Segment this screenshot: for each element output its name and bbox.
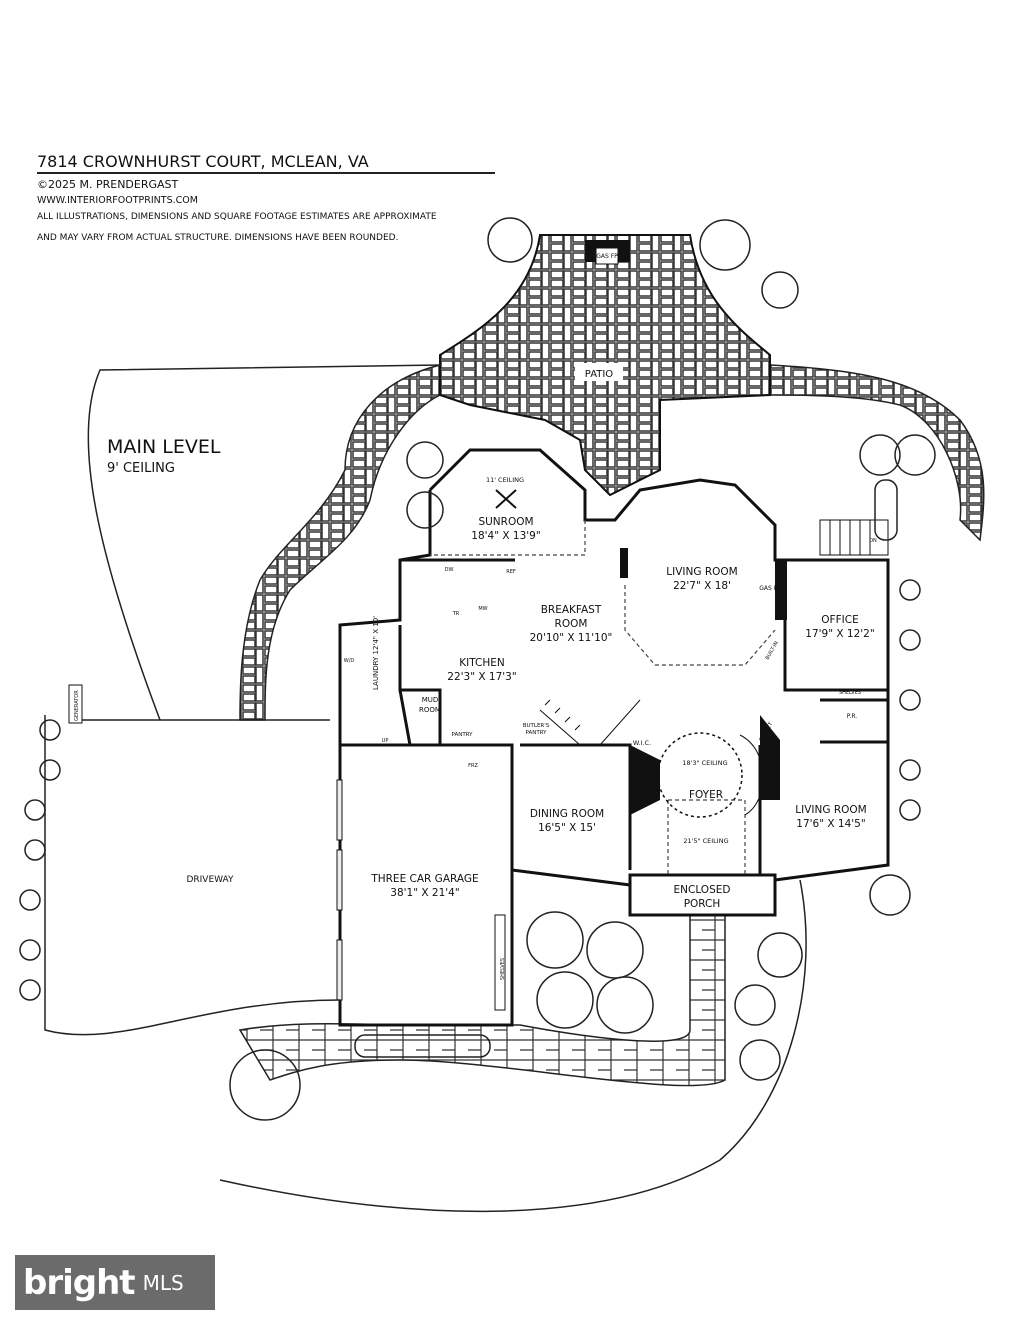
foyer-name: FOYER (689, 789, 723, 801)
dining-name: DINING ROOM (530, 808, 604, 820)
level-ceiling: 9' CEILING (107, 461, 175, 476)
garage-dims: 38'1" X 21'4" (390, 887, 459, 899)
gas-fp-label: GAS FP (759, 585, 781, 592)
copyright: ©2025 M. PRENDERGAST (37, 178, 179, 191)
up-label: UP (382, 738, 389, 744)
breakfast-name-2: ROOM (555, 618, 588, 630)
foyer-rotunda (657, 732, 743, 818)
sunroom-ceiling: 11' CEILING (486, 476, 524, 484)
living-room-name: LIVING ROOM (666, 566, 737, 578)
laundry-label: LAUNDRY 12'4" X 10' (372, 616, 380, 690)
butlers-pantry-1: BUTLER'S (523, 723, 550, 729)
living-room-2-dims: 17'6" X 14'5" (796, 818, 865, 830)
foyer-ceiling-2: 21'5" CEILING (683, 837, 728, 845)
kitchen-name: KITCHEN (459, 657, 505, 669)
frz-label: FRZ (468, 763, 478, 769)
living-room-2-name: LIVING ROOM (795, 804, 866, 816)
staircases (539, 519, 889, 816)
driveway-label: DRIVEWAY (186, 875, 234, 885)
office-name: OFFICE (821, 614, 858, 626)
office-dims: 17'9" X 12'2" (805, 628, 874, 640)
logo-brand: bright (23, 1262, 136, 1303)
pantry-label: PANTRY (451, 732, 473, 738)
dining-dims: 16'5" X 15' (538, 822, 596, 834)
breakfast-name-1: BREAKFAST (541, 604, 602, 616)
disclaimer-line-2: AND MAY VARY FROM ACTUAL STRUCTURE. DIME… (37, 233, 399, 243)
level-name: MAIN LEVEL (107, 436, 221, 458)
wd-label: W/D (344, 658, 355, 664)
kitchen-dims: 22'3" X 17'3" (447, 671, 516, 683)
sunroom-name: SUNROOM (478, 516, 533, 528)
butlers-pantry-2: PANTRY (525, 730, 547, 736)
porch-1: ENCLOSED (674, 884, 731, 896)
tr-label: TR (452, 611, 460, 617)
bright-mls-logo: bright MLS (15, 1255, 215, 1310)
ref-label: REF (506, 569, 516, 575)
garage-name: THREE CAR GARAGE (370, 873, 478, 885)
generator-label: GENERATOR (74, 690, 80, 721)
porch-2: PORCH (684, 898, 721, 910)
disclaimer-line-1: ALL ILLUSTRATIONS, DIMENSIONS AND SQUARE… (37, 212, 437, 222)
landscape-trees (19, 217, 936, 1121)
patio-label: PATIO (585, 369, 614, 380)
wic-label: W.I.C. (633, 739, 651, 747)
mw-label: MW (478, 606, 487, 612)
address-title: 7814 CROWNHURST COURT, MCLEAN, VA (37, 152, 369, 171)
dn-label: DN (869, 538, 877, 544)
mud-room-1: MUD (422, 696, 439, 704)
sunroom-dims: 18'4" X 13'9" (471, 530, 540, 542)
website: WWW.INTERIORFOOTPRINTS.COM (37, 195, 198, 206)
patio-gas-fp-label: GAS FP (596, 253, 618, 260)
foyer-ceiling: 18'3" CEILING (682, 759, 727, 767)
builtin-label: BUILT-IN (765, 640, 780, 661)
breakfast-dims: 20'10" X 11'10" (530, 632, 613, 644)
stone-walkway-east (769, 364, 985, 542)
garage-shelves-label: SHELVES (500, 958, 506, 980)
title-rule (37, 172, 495, 174)
mud-room-2: ROOM (419, 706, 441, 714)
logo-suffix: MLS (142, 1270, 184, 1295)
powder-room-label: P.R. (847, 713, 858, 720)
office-shelves-label: SHELVES (839, 690, 861, 696)
living-room-dims: 22'7" X 18' (673, 580, 731, 592)
house-walls (338, 448, 890, 1027)
front-walkway (238, 914, 726, 1087)
dw-label: DW (445, 567, 454, 573)
ceiling-fan-icon (495, 489, 517, 509)
